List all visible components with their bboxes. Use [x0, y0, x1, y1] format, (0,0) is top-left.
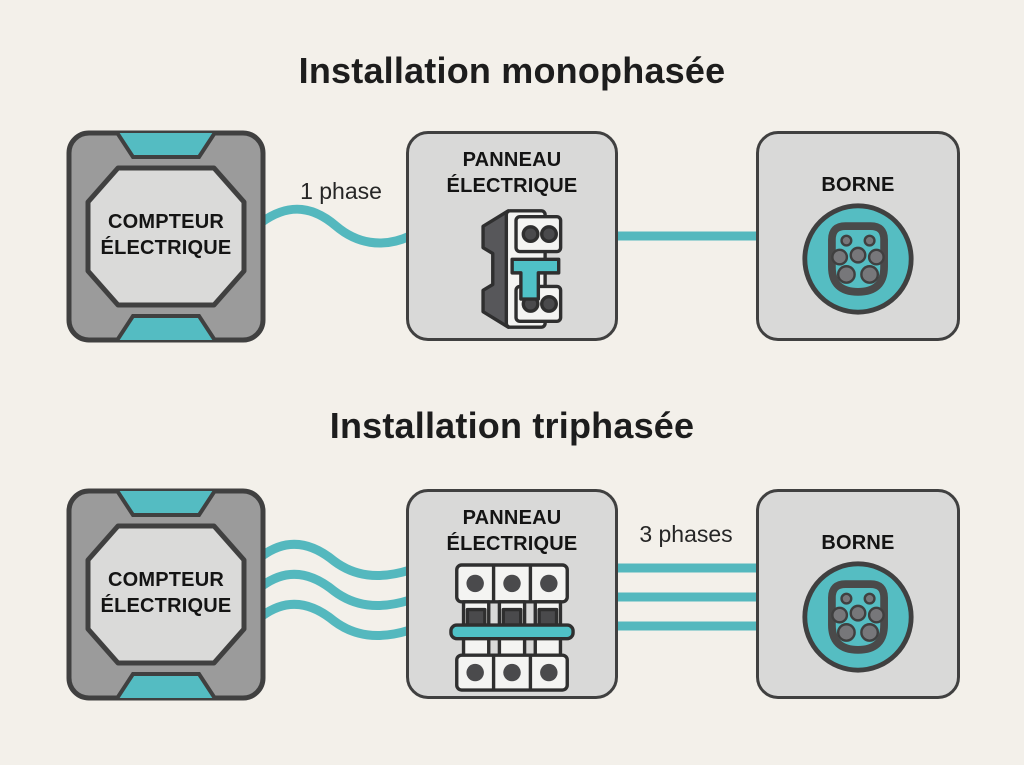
- tri-meter-panel-wire-2: [257, 569, 415, 610]
- tri-meter-panel-wire-3: [257, 599, 415, 640]
- node-panneau-tri: PANNEAU ÉLECTRIQUE: [406, 489, 618, 699]
- ev-charging-socket-icon: [802, 561, 914, 673]
- node-borne-mono: BORNE: [756, 131, 960, 341]
- single-pole-breaker-icon: [481, 209, 563, 329]
- node-label-compteur: COMPTEUR ÉLECTRIQUE: [100, 210, 232, 259]
- section-title-triphase: Installation triphasée: [329, 405, 695, 446]
- electric-meter-icon: [66, 488, 266, 701]
- tri-meter-panel-wire-1: [257, 539, 415, 580]
- node-label-panneau: PANNEAU ÉLECTRIQUE: [446, 507, 578, 555]
- phase-count-label-mono: 1 phase: [300, 178, 382, 204]
- phase-count-label-tri: 3 phases: [639, 521, 733, 547]
- node-panneau-mono: PANNEAU ÉLECTRIQUE: [406, 131, 618, 341]
- electric-meter-icon: [66, 130, 266, 343]
- node-label-panneau: PANNEAU ÉLECTRIQUE: [446, 149, 578, 197]
- section-title-monophase: Installation monophasée: [298, 50, 726, 91]
- node-label-compteur: COMPTEUR ÉLECTRIQUE: [100, 568, 232, 617]
- node-borne-tri: BORNE: [756, 489, 960, 699]
- node-compteur-tri: COMPTEUR ÉLECTRIQUE: [66, 488, 266, 701]
- ev-charging-socket-icon: [802, 203, 914, 315]
- three-pole-breaker-icon: [449, 563, 575, 692]
- node-label-borne: BORNE: [821, 532, 895, 554]
- mono-meter-panel-wire: [257, 204, 415, 248]
- node-compteur-mono: COMPTEUR ÉLECTRIQUE: [66, 130, 266, 343]
- node-label-borne: BORNE: [821, 174, 895, 196]
